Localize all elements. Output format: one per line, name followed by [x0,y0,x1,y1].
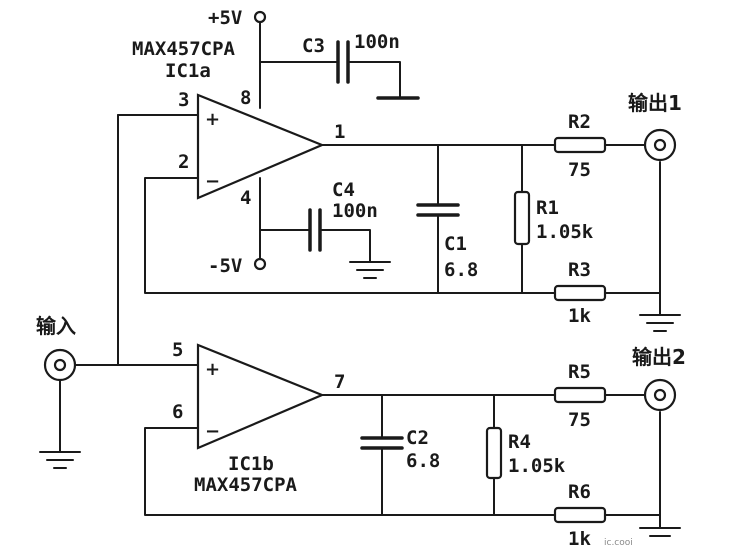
capacitor-c4 [308,208,322,252]
c3-wire-right [347,61,401,99]
capacitor-c2 [360,436,404,450]
c4-name-label: C4 [332,179,355,201]
r5-value-label: 75 [568,409,591,431]
ground-icon [349,261,391,279]
r1-value-label: 1.05k [536,221,594,243]
r2-name-label: R2 [568,111,591,133]
watermark: ic.cooi [604,538,633,548]
resistor-r2 [553,136,607,154]
ic1a-pin8: 8 [240,87,251,109]
c2-value-label: 6.8 [406,450,440,472]
input-label: 输入 [36,314,76,338]
wires [59,21,661,529]
r4-name-label: R4 [508,431,531,453]
ic1a-minus-sign: − [205,171,220,192]
resistor-r1 [513,190,531,246]
r3-name-label: R3 [568,259,591,281]
c4-wire-right [319,229,371,263]
c1-value-label: 6.8 [444,259,478,281]
r6-name-label: R6 [568,481,591,503]
vcc-label: +5V [208,7,242,29]
ic1a-feedback-wire [144,177,556,294]
c3-value-label: 100n [354,31,400,53]
r6-value-label: 1k [568,528,591,550]
ic1b-minus-sign: − [205,421,220,442]
vee-label: -5V [208,255,242,277]
capacitor-c1 [416,203,460,217]
c1-name-label: C1 [444,233,467,255]
r2-value-label: 75 [568,159,591,181]
ground-icon [639,314,681,332]
vcc-terminal [253,10,267,24]
r3-value-label: 1k [568,305,591,327]
ic1a-pin2: 2 [178,151,189,173]
resistor-r4 [485,426,503,480]
c3-name-label: C3 [302,35,325,57]
resistor-r6 [553,506,607,524]
ic1b-feedback-wire [144,427,556,516]
ic1a-opamp [196,93,325,200]
ic1b-pin7: 7 [334,371,345,393]
capacitor-c3 [336,40,350,84]
vee-terminal [253,257,267,271]
ground-icon [39,451,81,469]
output1-connector [643,128,677,162]
ic1a-name-label: IC1a [165,60,211,82]
resistor-r5 [553,386,607,404]
c4-value-label: 100n [332,200,378,222]
ic1a-pin3: 3 [178,89,189,111]
r1-name-label: R1 [536,197,559,219]
ic1b-plus-sign: + [205,359,220,380]
output1-label: 输出1 [628,91,682,115]
ic1b-part-label: MAX457CPA [194,474,298,496]
input-connector [43,348,77,382]
ic1b-name-label: IC1b [228,453,274,475]
ic1b-pin6: 6 [172,401,183,423]
ic1a-pin4: 4 [240,187,251,209]
ic1a-pin1: 1 [334,121,345,143]
r4-value-label: 1.05k [508,455,566,477]
output2-label: 输出2 [632,345,686,369]
r5-name-label: R5 [568,361,591,383]
output2-connector [643,378,677,412]
ic1b-opamp [196,343,325,450]
ic1b-pin5: 5 [172,339,183,361]
resistor-r3 [553,284,607,302]
ic1a-part-label: MAX457CPA [132,38,236,60]
c2-name-label: C2 [406,427,429,449]
ic1a-plus-sign: + [205,109,220,130]
ground-icon [639,527,681,537]
